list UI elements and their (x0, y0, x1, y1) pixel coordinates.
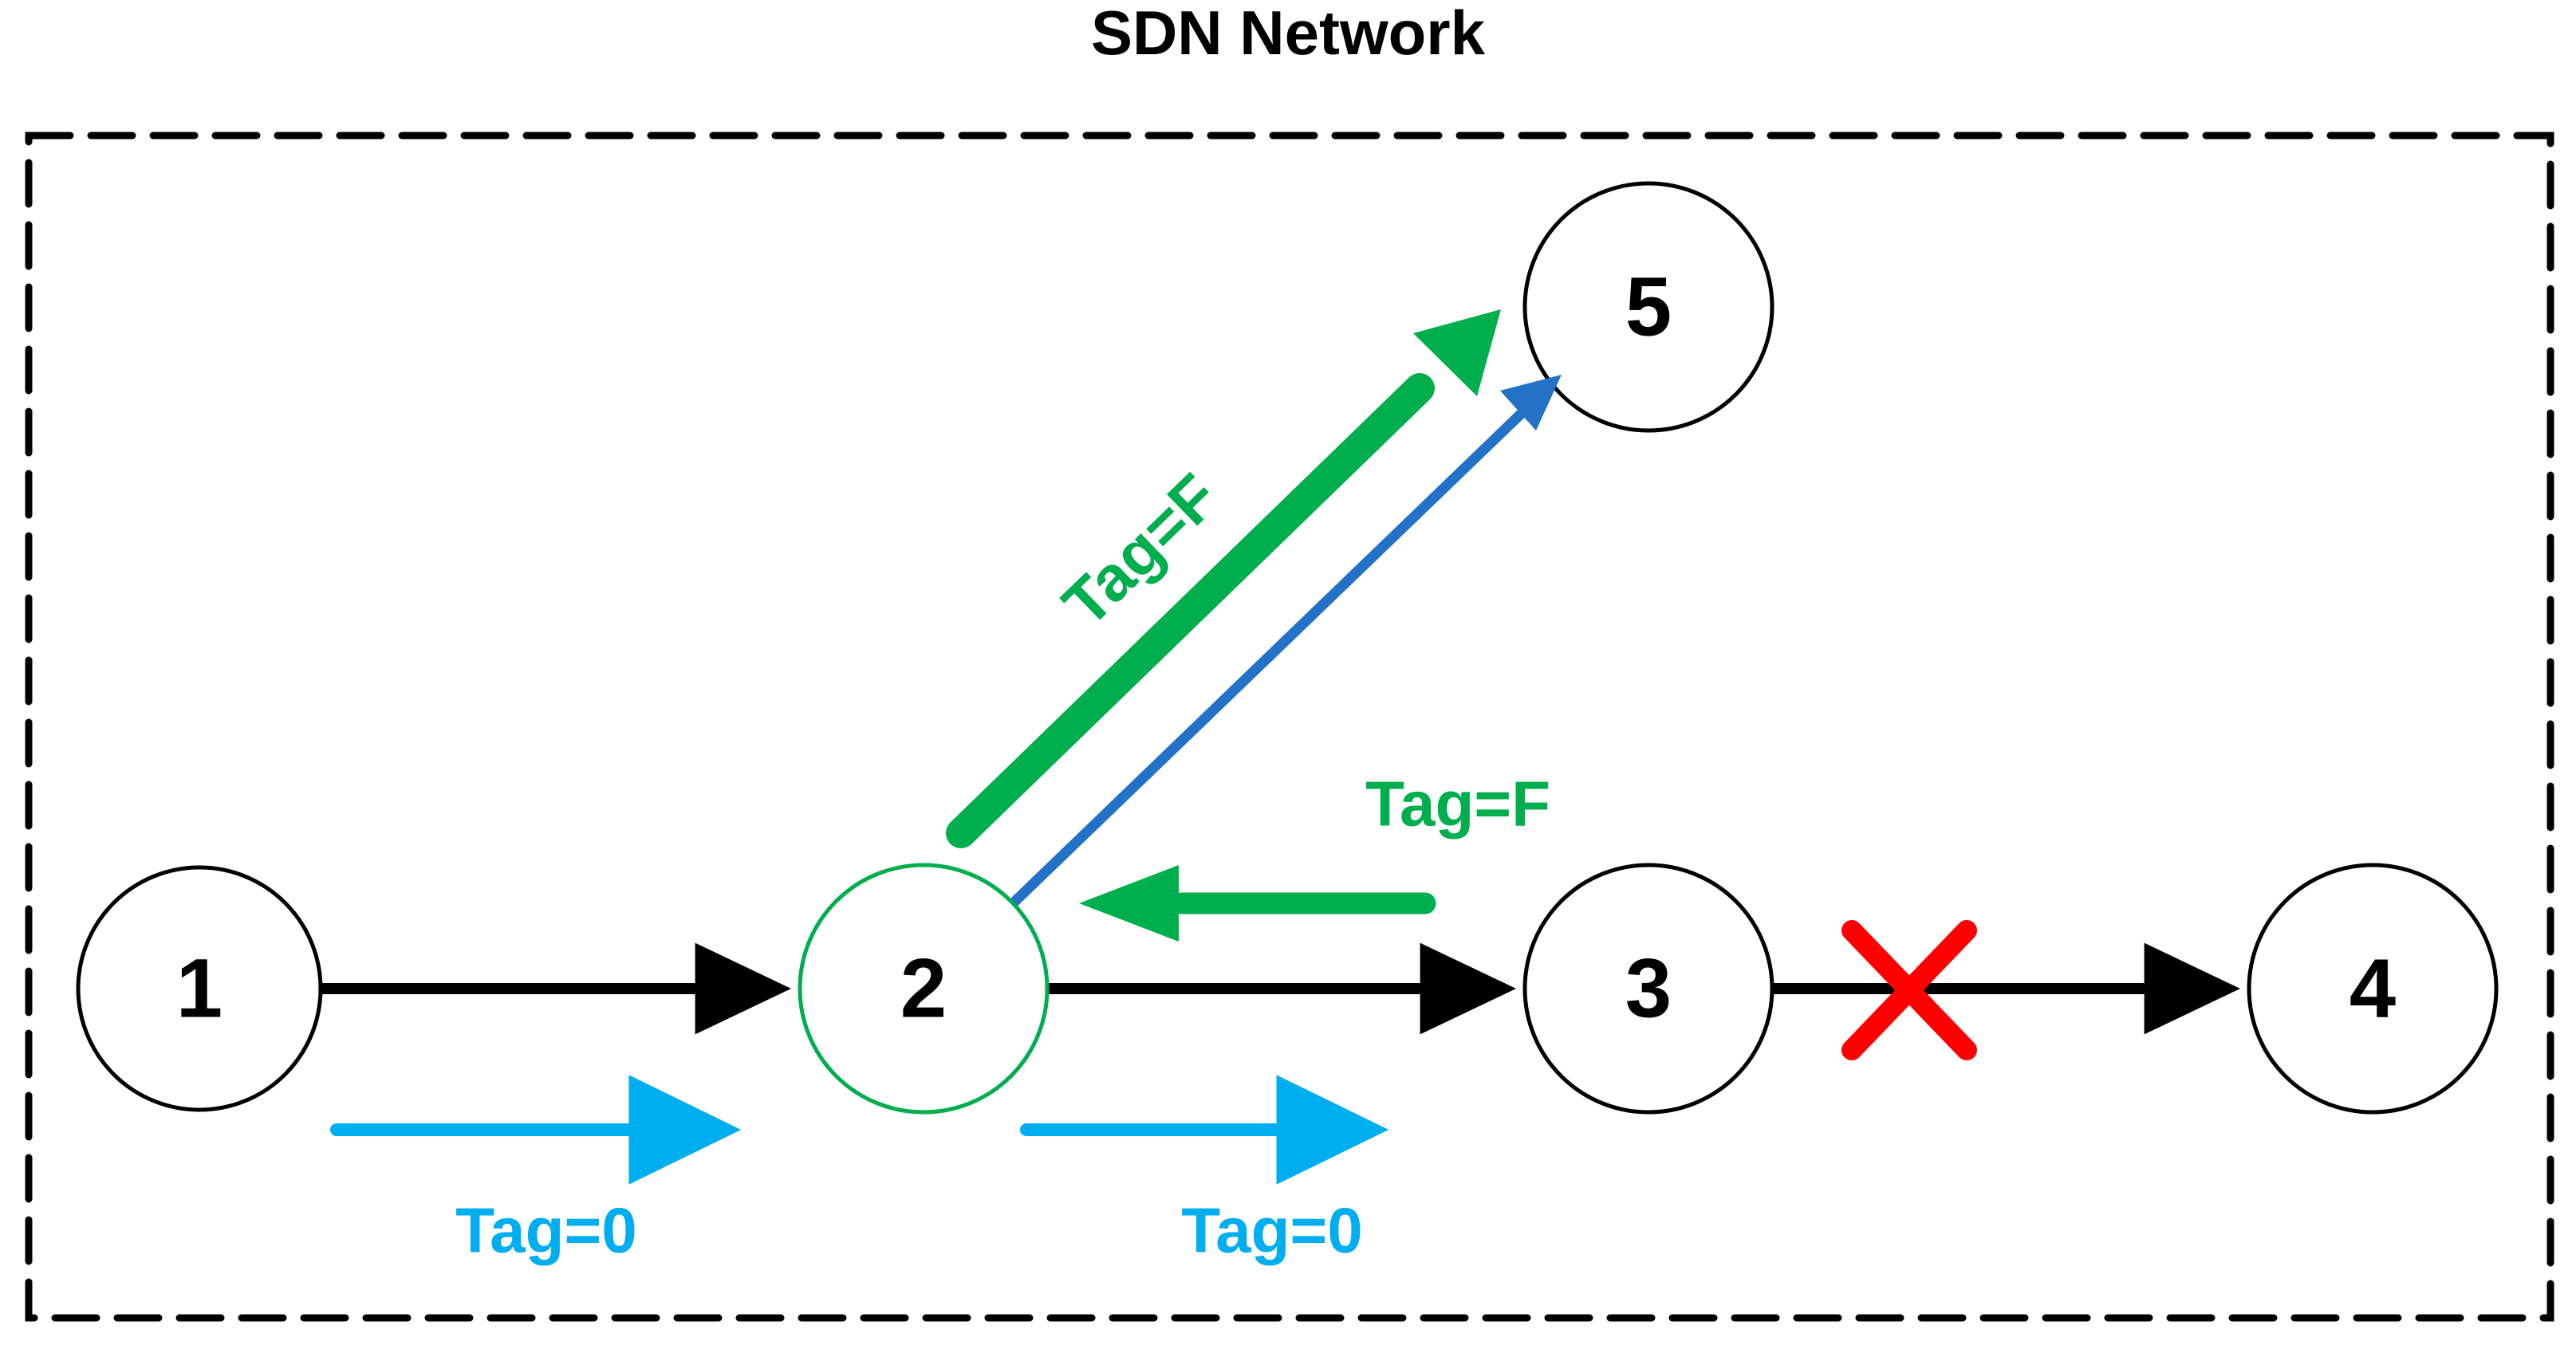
node-4-circle[interactable] (2247, 863, 2499, 1115)
node-3-circle[interactable] (1522, 863, 1774, 1115)
flow-tag-f-notify-arrow (1079, 865, 1436, 942)
node-1-circle[interactable] (76, 865, 323, 1112)
flow-tag-f-reroute-arrow (946, 309, 1501, 848)
flow-backup-path-arrow (1007, 375, 1562, 909)
link-failure-x-icon (1841, 920, 1977, 1060)
label-tag-0-right: Tag=0 (1181, 1195, 1363, 1266)
sdn-boundary-box (25, 132, 2554, 1322)
node-4-label: 4 (2350, 942, 2396, 1036)
label-tag-0-left: Tag=0 (455, 1195, 637, 1266)
node-3-label: 3 (1625, 942, 1672, 1036)
node-5-label: 5 (1625, 261, 1672, 354)
node-5-circle[interactable] (1522, 181, 1774, 433)
node-1-label: 1 (176, 942, 223, 1036)
node-2-label: 2 (900, 942, 947, 1036)
node-2-circle[interactable] (798, 863, 1050, 1115)
label-tag-f-horizontal: Tag=F (1365, 769, 1550, 840)
page-title: SDN Network (1091, 0, 1486, 68)
